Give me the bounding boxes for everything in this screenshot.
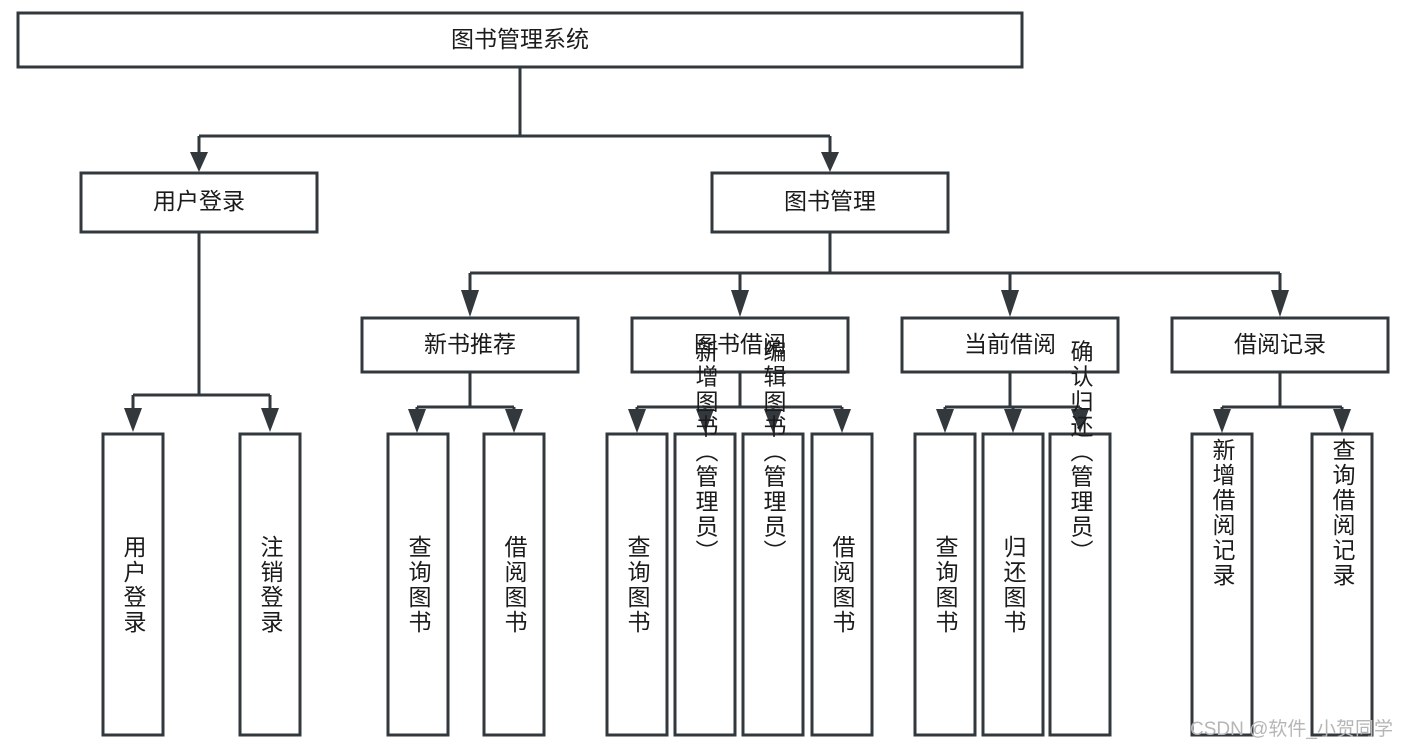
- leaf-user-login-2[interactable]: 注销登录: [238, 432, 302, 737]
- leaf-current-borrow-1-label: 查询图书: [932, 535, 959, 635]
- arrow-borrow-leaf2: [696, 409, 714, 433]
- leaf-book-borrow-4-box[interactable]: [810, 432, 874, 737]
- arrow-newbook-leaf2: [505, 409, 523, 433]
- leaf-user-login-1-label: 用户登录: [120, 535, 147, 635]
- arrow-current-leaf3: [1071, 409, 1089, 433]
- leaf-user-login-1[interactable]: 用户登录: [101, 432, 165, 737]
- arrow-newbook-leaf1: [408, 409, 426, 433]
- leaf-new-book-1-label: 查询图书: [405, 535, 432, 635]
- leaf-new-book-2-label: 借阅图书: [501, 535, 528, 635]
- arrow-current-leaf2: [1004, 409, 1022, 433]
- node-new-book-recommend-label: 新书推荐: [424, 331, 516, 357]
- leaf-new-book-1-box[interactable]: [386, 432, 450, 737]
- leaf-book-borrow-2[interactable]: 新增图书（管理员）: [673, 340, 737, 737]
- node-current-borrow[interactable]: 当前借阅: [900, 316, 1120, 374]
- leaf-new-book-2[interactable]: 借阅图书: [482, 432, 546, 737]
- arrow-userlogin-leaf1: [124, 408, 142, 432]
- node-book-borrow-box[interactable]: [630, 316, 850, 374]
- leaf-current-borrow-2-label: 归还图书: [1000, 535, 1027, 635]
- leaf-current-borrow-3[interactable]: 确认归还（管理员）: [1048, 340, 1112, 737]
- leaf-borrow-record-2-box[interactable]: [1310, 432, 1374, 737]
- arrow-record-leaf1: [1213, 409, 1231, 433]
- leaf-book-borrow-1-label: 查询图书: [624, 535, 651, 635]
- leaf-book-borrow-2-label: 新增图书（管理员）: [692, 340, 719, 565]
- leaf-book-borrow-2-box[interactable]: [673, 432, 737, 737]
- leaf-book-borrow-3[interactable]: 编辑图书（管理员）: [741, 340, 805, 737]
- node-user-login-box[interactable]: [79, 171, 319, 234]
- node-borrow-record-label: 借阅记录: [1234, 331, 1326, 357]
- node-current-borrow-label: 当前借阅: [964, 331, 1056, 357]
- leaf-borrow-record-2-label: 查询借阅记录: [1329, 438, 1356, 588]
- node-book-management-box[interactable]: [710, 171, 950, 234]
- node-borrow-record[interactable]: 借阅记录: [1170, 316, 1390, 374]
- node-root-label: 图书管理系统: [451, 26, 589, 52]
- node-user-login[interactable]: 用户登录: [79, 171, 319, 234]
- arrow-root-to-book-mgmt: [821, 152, 839, 172]
- connector-layer: [124, 67, 1351, 433]
- leaf-book-borrow-4-label: 借阅图书: [829, 535, 856, 635]
- leaf-user-login-2-label: 注销登录: [257, 535, 284, 635]
- leaf-book-borrow-4[interactable]: 借阅图书: [810, 432, 874, 737]
- leaf-borrow-record-1-label: 新增借阅记录: [1209, 438, 1236, 588]
- leaf-book-borrow-1[interactable]: 查询图书: [605, 432, 669, 737]
- arrow-current-leaf1: [936, 409, 954, 433]
- arrow-record-leaf2: [1333, 409, 1351, 433]
- leaf-current-borrow-2-box[interactable]: [981, 432, 1045, 737]
- leaf-book-borrow-3-label: 编辑图书（管理员）: [760, 340, 787, 565]
- node-book-borrow[interactable]: 图书借阅: [630, 316, 850, 374]
- leaf-current-borrow-3-box[interactable]: [1048, 432, 1112, 737]
- leaf-current-borrow-1-box[interactable]: [913, 432, 977, 737]
- node-book-management[interactable]: 图书管理: [710, 171, 950, 234]
- leaf-borrow-record-1-box[interactable]: [1190, 432, 1254, 737]
- node-current-borrow-box[interactable]: [900, 316, 1120, 374]
- leaf-new-book-2-box[interactable]: [482, 432, 546, 737]
- leaf-new-book-1[interactable]: 查询图书: [386, 432, 450, 737]
- node-borrow-record-box[interactable]: [1170, 316, 1390, 374]
- leaf-borrow-record-1[interactable]: 新增借阅记录: [1190, 432, 1254, 737]
- node-book-management-label: 图书管理: [784, 188, 876, 214]
- leaf-user-login-2-box[interactable]: [238, 432, 302, 737]
- arrow-borrow-leaf4: [833, 409, 851, 433]
- leaf-book-borrow-1-box[interactable]: [605, 432, 669, 737]
- leaf-current-borrow-1[interactable]: 查询图书: [913, 432, 977, 737]
- leaf-book-borrow-3-box[interactable]: [741, 432, 805, 737]
- node-book-borrow-label: 图书借阅: [694, 331, 786, 357]
- node-new-book-recommend[interactable]: 新书推荐: [360, 316, 580, 374]
- node-root-box[interactable]: [16, 11, 1024, 69]
- leaf-current-borrow-2[interactable]: 归还图书: [981, 432, 1045, 737]
- arrow-userlogin-leaf2: [261, 408, 279, 432]
- node-root[interactable]: 图书管理系统: [16, 11, 1024, 69]
- arrow-borrow-leaf1: [628, 409, 646, 433]
- leaf-current-borrow-3-label: 确认归还（管理员）: [1067, 340, 1094, 565]
- arrow-bookmgmt-to-borrow: [731, 290, 749, 317]
- arrow-bookmgmt-to-record: [1271, 290, 1289, 317]
- arrow-borrow-leaf3: [764, 409, 782, 433]
- arrow-root-to-user-login: [190, 152, 208, 172]
- node-new-book-recommend-box[interactable]: [360, 316, 580, 374]
- node-user-login-label: 用户登录: [153, 188, 245, 214]
- arrow-bookmgmt-to-new-book: [461, 290, 479, 317]
- arrow-bookmgmt-to-current: [1001, 290, 1019, 317]
- leaf-user-login-1-box[interactable]: [101, 432, 165, 737]
- leaf-borrow-record-2[interactable]: 查询借阅记录: [1310, 432, 1374, 737]
